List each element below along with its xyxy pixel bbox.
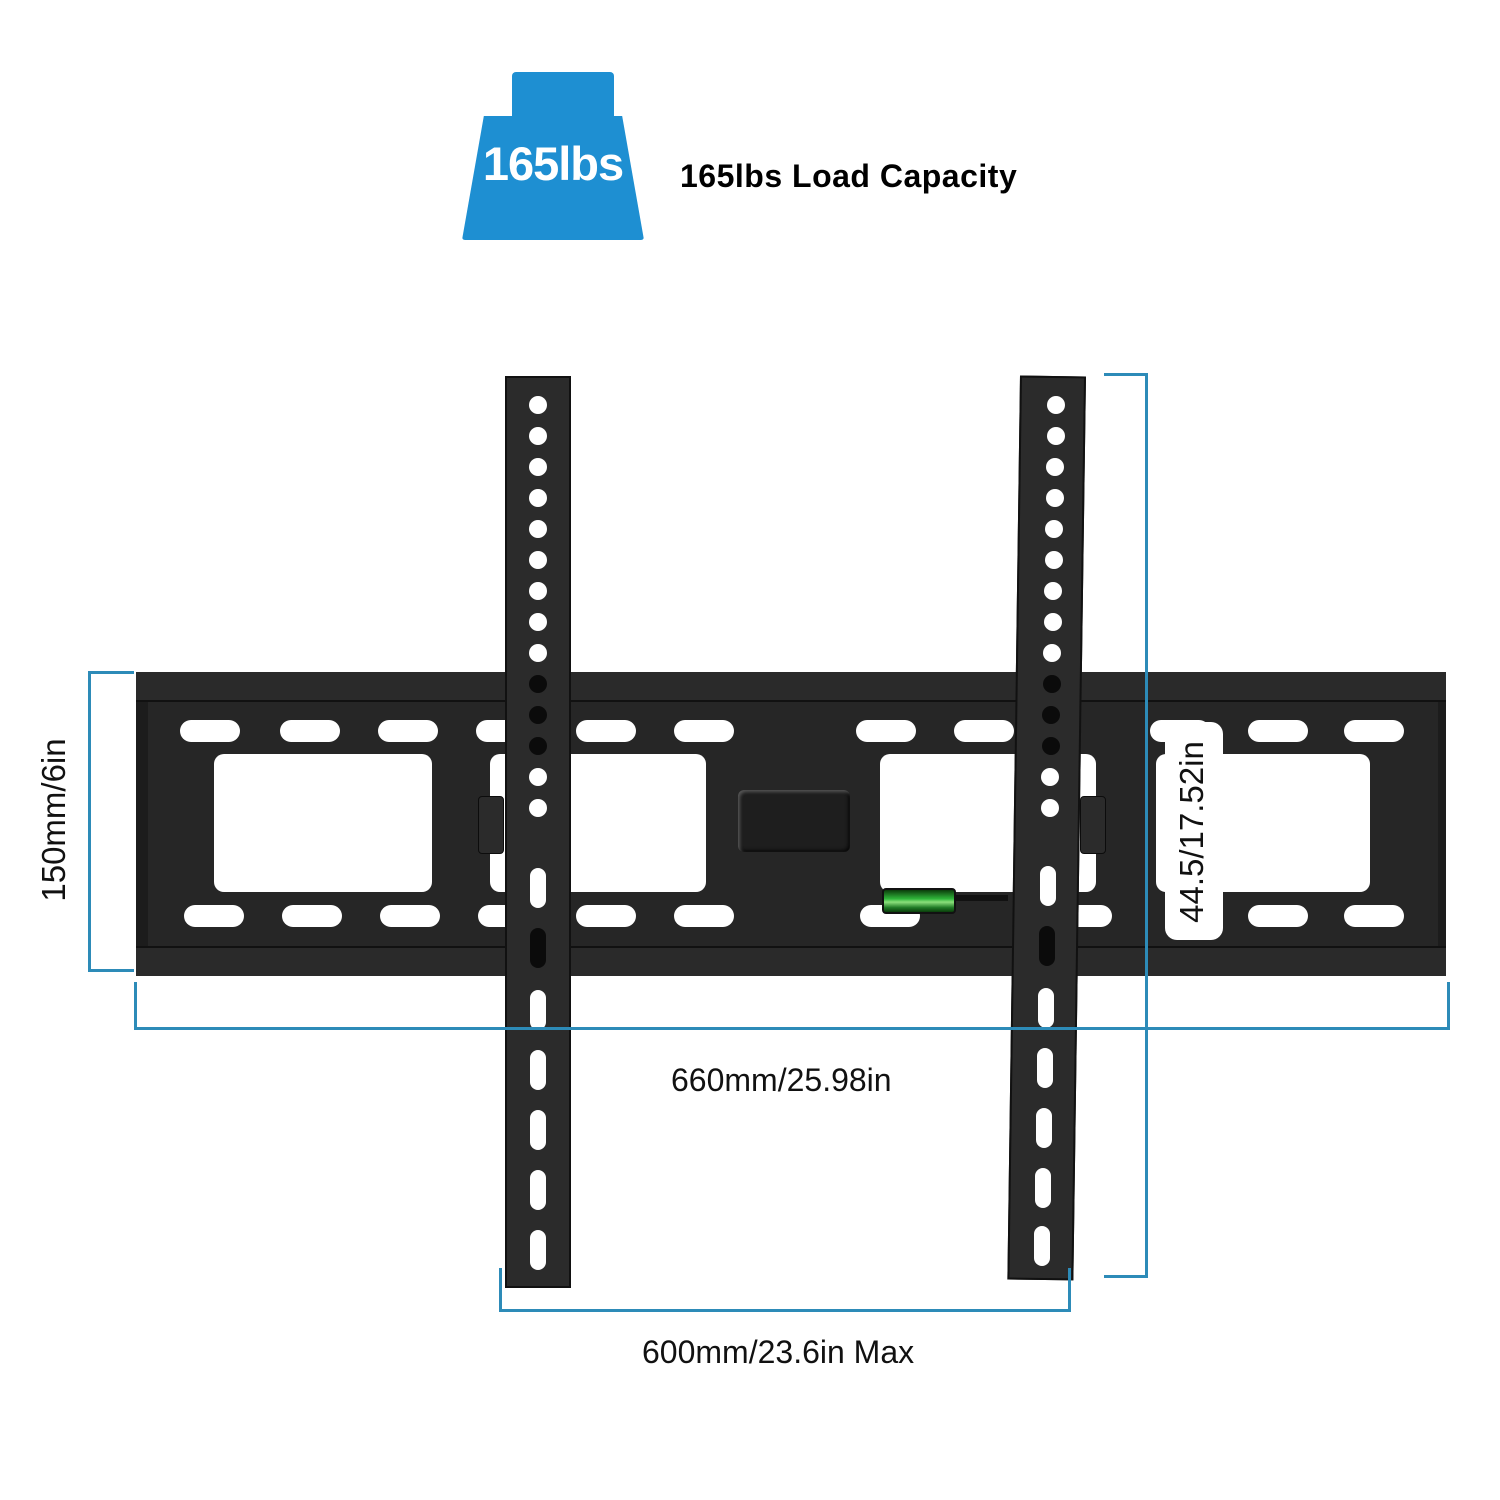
arm-slot [530, 990, 546, 1030]
arm-slot [530, 1230, 546, 1270]
dim-tick [499, 1268, 502, 1312]
plate-slot [280, 720, 340, 742]
plate-slot [1248, 905, 1308, 927]
arm-slot [530, 928, 546, 968]
arm-slot [530, 1170, 546, 1210]
wall-plate-bottom-lip [136, 946, 1446, 976]
arm-hole [529, 768, 547, 786]
arm-hole [1043, 675, 1061, 693]
arm-slot [1037, 1048, 1053, 1088]
arm-hole [529, 489, 547, 507]
arm-hole [1042, 737, 1060, 755]
dim-tick [134, 982, 137, 1030]
arm-hole [1046, 489, 1064, 507]
weight-icon-handle [512, 72, 614, 116]
dim-tick [88, 969, 134, 972]
arm-hole [1045, 551, 1063, 569]
arm-hole [1044, 582, 1062, 600]
weight-icon-neck [540, 110, 586, 120]
tilt-knob-left [478, 796, 504, 854]
arm-height-label: 44.5/17.52in [1173, 741, 1210, 923]
plate-slot [1344, 905, 1404, 927]
plate-slot [674, 905, 734, 927]
arm-slot [1035, 1168, 1051, 1208]
plate-slot [1248, 720, 1308, 742]
arm-slot [1040, 866, 1056, 906]
arm-slot [1038, 988, 1054, 1028]
arm-hole [529, 427, 547, 445]
weight-badge-text: 165lbs [482, 137, 624, 190]
plate-slot [674, 720, 734, 742]
arm-hole [529, 737, 547, 755]
bubble-level-icon [882, 888, 956, 914]
plate-height-label: 150mm/6in [35, 738, 72, 902]
arm-hole [529, 644, 547, 662]
arm-hole [529, 458, 547, 476]
arm-hole [1047, 396, 1065, 414]
arm-hole [529, 582, 547, 600]
arm-hole [1041, 799, 1059, 817]
plate-slot [180, 720, 240, 742]
dim-tick [1104, 373, 1148, 376]
arm-slot [1034, 1226, 1050, 1266]
dim-line-plate-height [88, 671, 91, 972]
dim-line-vesa-width [499, 1309, 1071, 1312]
plate-slot [184, 905, 244, 927]
weight-icon [462, 116, 644, 240]
dim-tick [1104, 1275, 1148, 1278]
arm-slot [1036, 1108, 1052, 1148]
plate-slot [1344, 720, 1404, 742]
plate-slot [282, 905, 342, 927]
arm-hole [1043, 644, 1061, 662]
arm-hole [529, 613, 547, 631]
arm-hole [529, 396, 547, 414]
plate-window [214, 754, 432, 892]
plate-slot [576, 905, 636, 927]
arm-height-label-bg [1165, 722, 1223, 940]
arm-hole [1046, 458, 1064, 476]
plate-emboss [738, 790, 850, 852]
left-arm [505, 376, 571, 1288]
plate-slot [856, 720, 916, 742]
arm-hole [529, 551, 547, 569]
vesa-width-label: 600mm/23.6in Max [642, 1334, 915, 1370]
plate-width-label: 660mm/25.98in [671, 1062, 892, 1098]
arm-hole [529, 706, 547, 724]
tilt-knob-right [1080, 796, 1106, 854]
dim-line-plate-width [134, 1027, 1450, 1030]
wall-plate-top-lip [136, 672, 1446, 702]
dim-tick [1447, 982, 1450, 1030]
arm-slot [530, 1050, 546, 1090]
arm-hole [1047, 427, 1065, 445]
dim-tick [88, 671, 134, 674]
plate-slot [576, 720, 636, 742]
arm-hole [1041, 768, 1059, 786]
plate-slot [380, 905, 440, 927]
arm-hole [1042, 706, 1060, 724]
dim-line-arm-height [1145, 373, 1148, 1278]
arm-hole [1044, 613, 1062, 631]
plate-slot [378, 720, 438, 742]
load-capacity-label: 165lbs Load Capacity [680, 158, 1018, 194]
arm-slot [530, 868, 546, 908]
plate-slot [954, 720, 1014, 742]
arm-hole [529, 520, 547, 538]
arm-hole [529, 799, 547, 817]
arm-hole [529, 675, 547, 693]
arm-slot [530, 1110, 546, 1150]
dim-tick [1068, 1268, 1071, 1312]
level-rod [952, 895, 1008, 901]
arm-hole [1045, 520, 1063, 538]
arm-slot [1039, 926, 1055, 966]
